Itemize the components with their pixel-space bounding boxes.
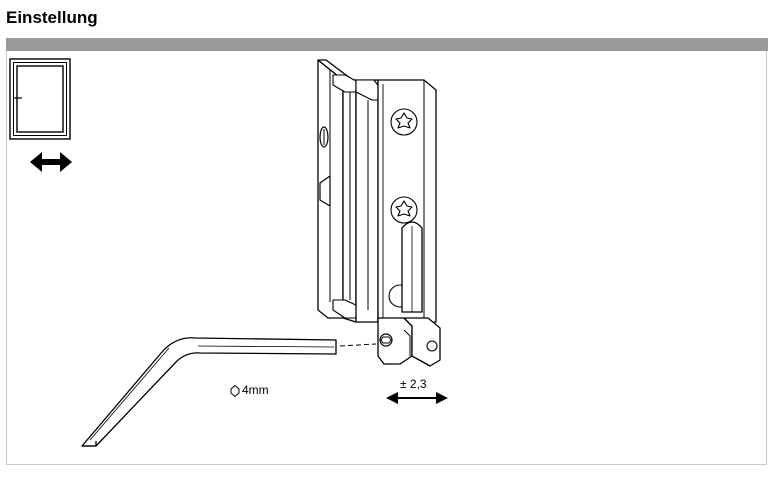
hex-size-text: 4mm <box>242 383 269 397</box>
adjustment-direction-arrow-icon <box>386 392 448 404</box>
content-frame <box>6 51 767 465</box>
page-title: Einstellung <box>6 8 98 27</box>
adjustment-range-text: ± 2,3 <box>400 377 427 391</box>
hex-size-label: 4mm <box>230 383 269 398</box>
double-arrow-horizontal-icon <box>30 152 72 172</box>
hinge-hardware <box>317 59 441 367</box>
hexagon-icon <box>230 384 240 398</box>
header-band <box>6 38 768 51</box>
window-frame-icon <box>9 58 71 140</box>
hex-key-tool <box>81 337 337 447</box>
alignment-dashed-line <box>339 343 377 347</box>
